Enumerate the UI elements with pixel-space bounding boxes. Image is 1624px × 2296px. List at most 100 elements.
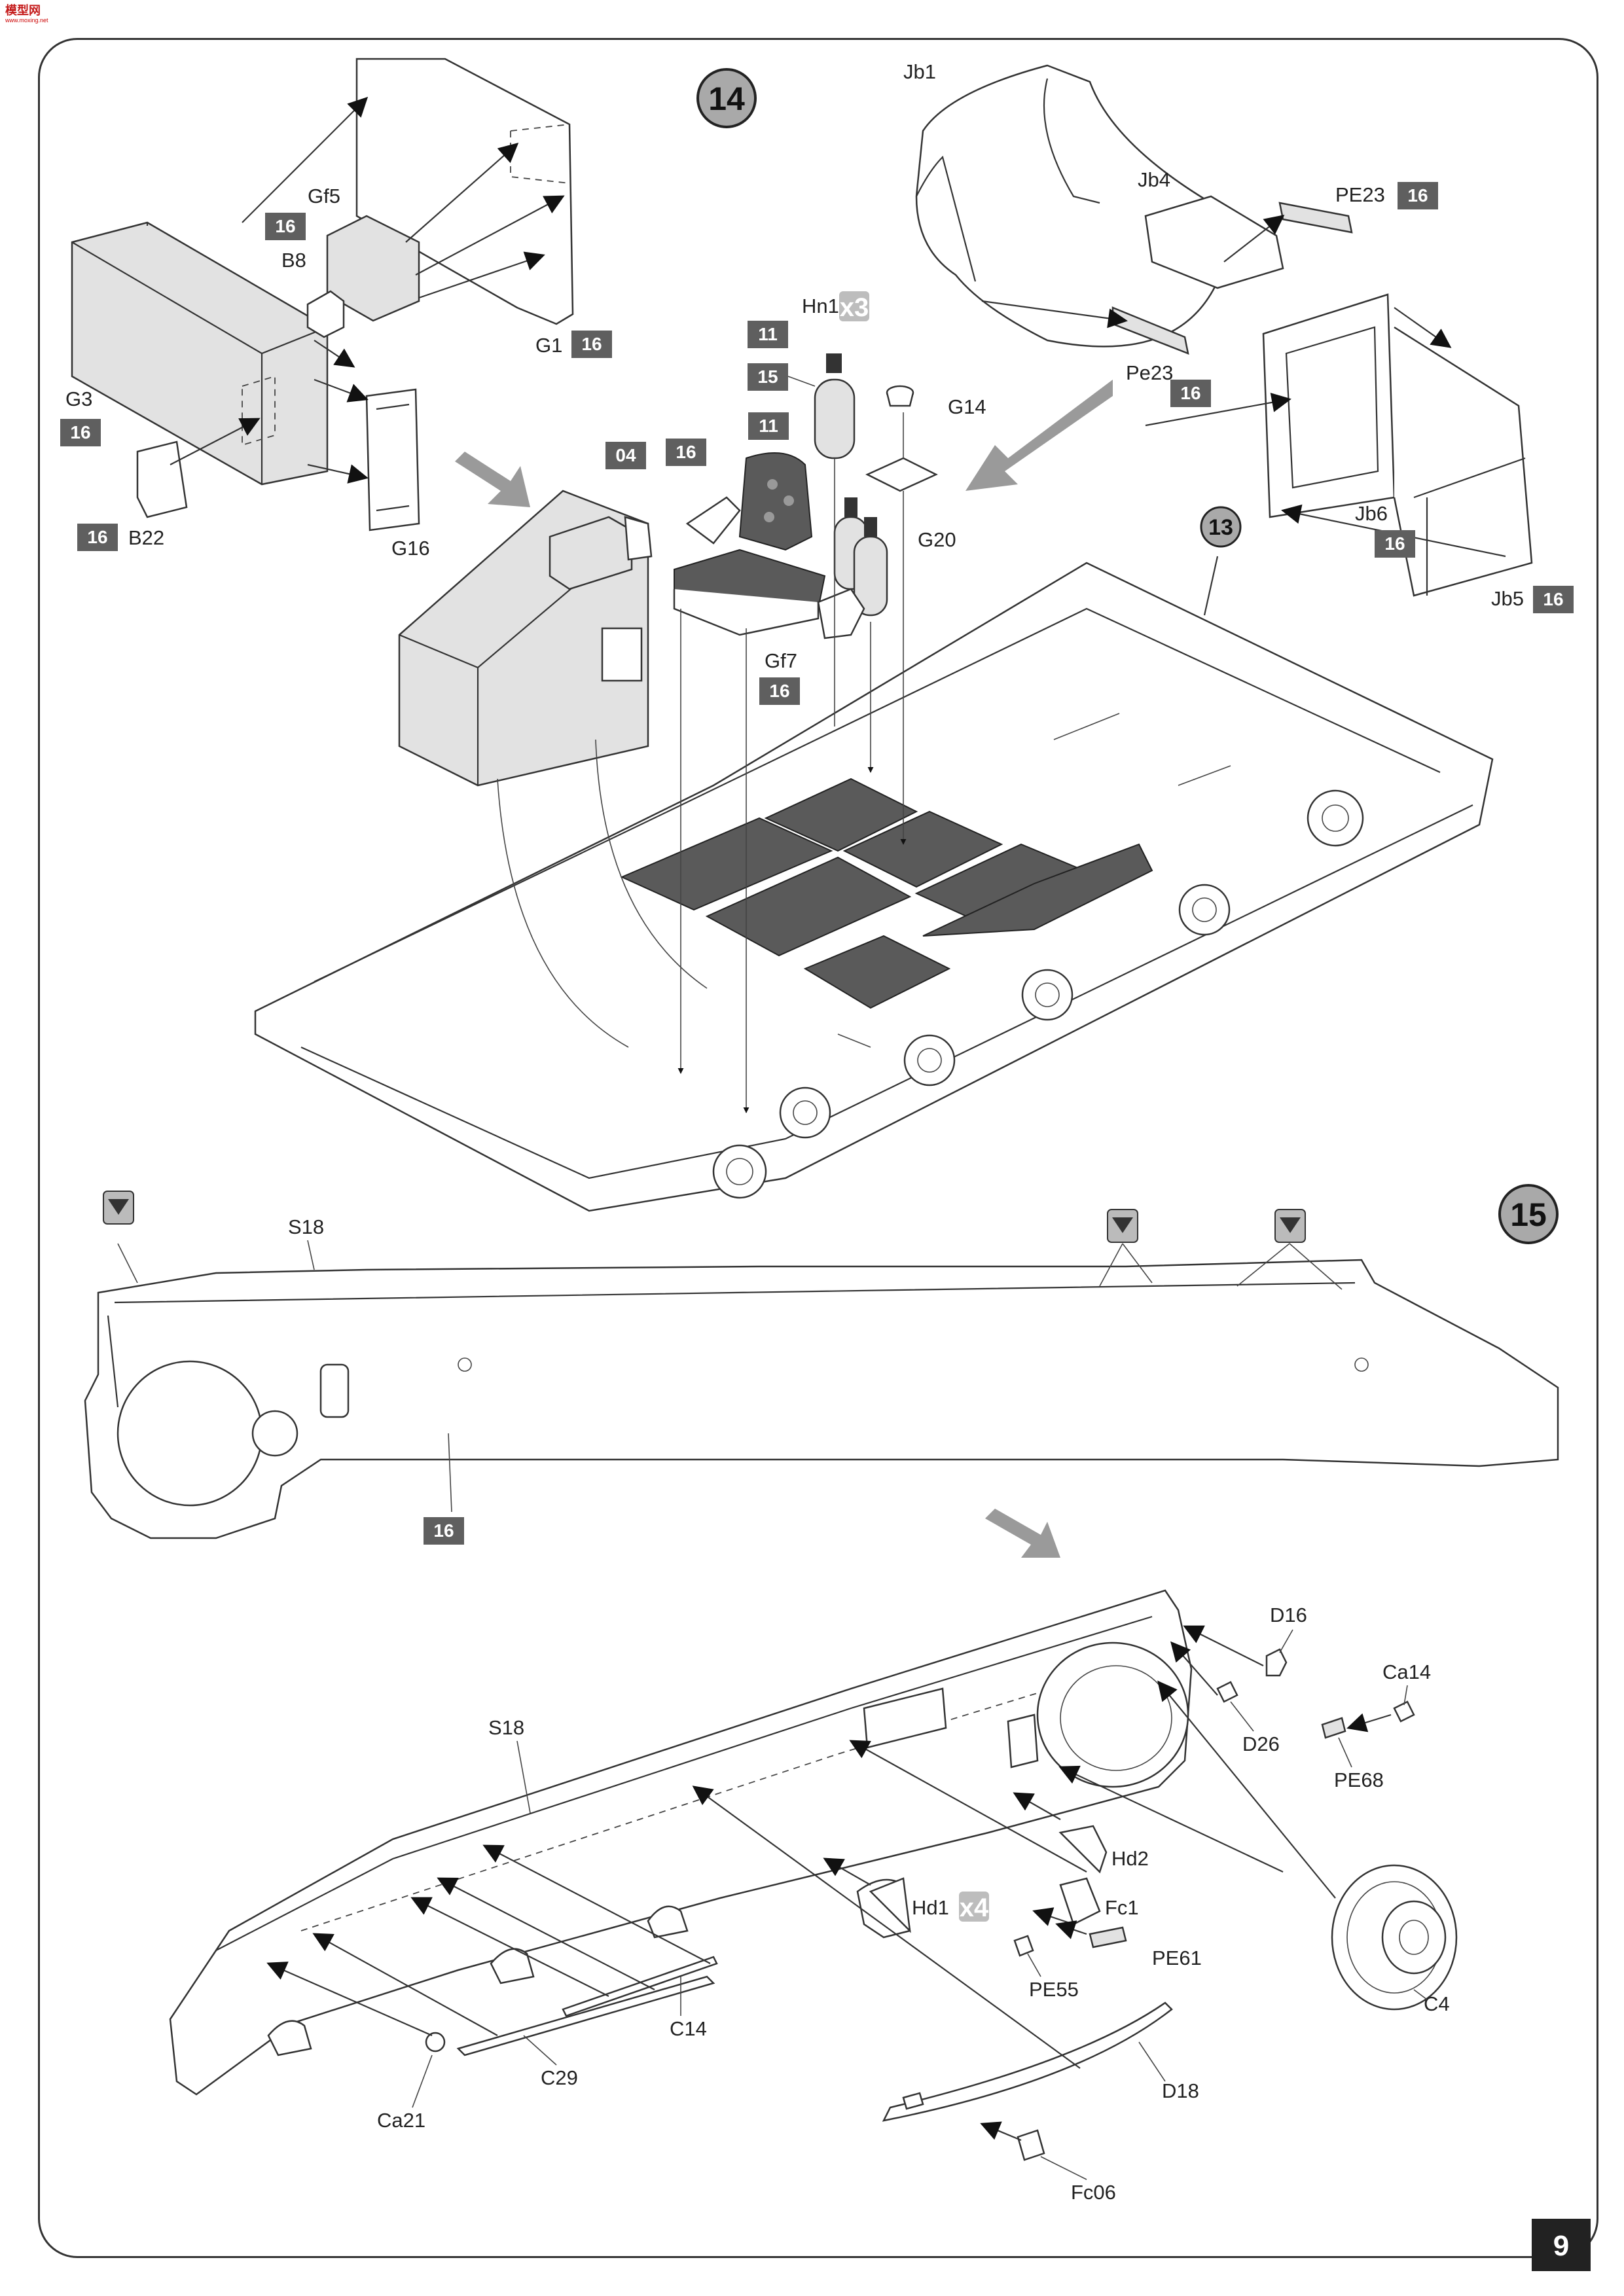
brand-logo-text: 模型网 [5,3,41,17]
label-gf5: Gf5 [308,185,340,207]
part-c14-rail [562,1956,718,2017]
label-fc1: Fc1 [1105,1896,1139,1919]
color-badge: 04 [605,442,646,469]
part-jb5-frame [1393,326,1533,597]
part-pe55 [1013,1935,1034,1957]
part-c4-sprocket [1331,1864,1458,2011]
hole-marker [103,1191,134,1225]
svg-text:16: 16 [1384,533,1405,554]
svg-text:x3: x3 [840,293,869,322]
label-jb4: Jb4 [1138,168,1170,191]
color-badge: 16 [759,677,800,705]
label-b8: B8 [281,249,306,272]
label-ca21: Ca21 [377,2109,425,2132]
label-s18-flat: S18 [288,1215,324,1238]
label-d26: D26 [1242,1732,1280,1755]
floor-plate [842,810,1003,888]
part-ca14 [1393,1700,1415,1723]
label-hd2: Hd2 [1111,1847,1149,1870]
step-15-circle [1498,1184,1559,1244]
color-badge: 16 [1170,380,1211,407]
crew-seat-assembly [915,64,1533,597]
hd1-multiplier: x4 [959,1892,989,1922]
color-badge: 16 [265,213,306,240]
svg-text:04: 04 [615,445,636,465]
part-b8-block [306,290,345,338]
label-pe68: PE68 [1334,1768,1384,1791]
floor-plate [922,843,1153,937]
part-ca21 [425,2032,446,2053]
part-d18-rail [882,2001,1173,2122]
s18-panel [84,1259,1559,1539]
part-hd2 [1058,1825,1108,1874]
direction-arrow [965,380,1113,491]
small-parts [425,1648,1415,2161]
brand-logo-subtext: www.moxing.net [5,17,48,24]
label-ca14: Ca14 [1382,1660,1431,1683]
hole-marker [1107,1209,1138,1243]
label-jb5: Jb5 [1491,587,1524,610]
part-gf7-bracket [817,588,865,639]
part-d16 [1265,1648,1288,1677]
assembly-arrows-step15 [266,1625,1392,2142]
label-hd1: Hd1 [912,1896,949,1919]
label-g1: G1 [535,334,562,357]
color-badge: 16 [60,419,101,446]
color-badge: 15 [748,363,788,391]
seat-armrest [685,496,741,545]
hole-marker [1274,1209,1306,1243]
label-c14: C14 [670,2017,707,2040]
direction-arrow [455,452,530,507]
step-15-number: 15 [1510,1196,1547,1233]
part-b22-plate [136,440,188,518]
svg-text:16: 16 [581,334,602,354]
driver-seat [673,452,826,636]
svg-text:16: 16 [87,527,107,547]
svg-text:x4: x4 [960,1893,989,1922]
svg-text:16: 16 [1543,589,1563,609]
extinguisher-bottles [814,353,888,639]
svg-text:16: 16 [1180,383,1200,403]
label-g14: G14 [948,395,986,418]
part-pe61 [1089,1926,1127,1948]
assembly-lines [497,412,1219,1113]
direction-arrow [985,1509,1060,1558]
label-s18-perspective: S18 [488,1716,524,1739]
part-g14-cap [886,385,914,407]
floor-plate [620,817,833,911]
radio-box-panel [601,627,643,682]
hull-side-s18-perspective [169,1589,1193,2096]
label-jb1: Jb1 [903,60,936,83]
label-g16: G16 [391,537,430,560]
color-badge: 16 [424,1517,464,1545]
svg-text:16: 16 [769,681,789,701]
hull-floor [254,562,1494,1212]
label-jb6: Jb6 [1355,502,1388,525]
part-jb4-cushion [1144,195,1284,289]
color-badge: 16 [666,439,706,466]
part-c29-rail [456,1975,715,2056]
hn1-multiplier: x3 [839,291,869,322]
label-pe61: PE61 [1152,1946,1202,1969]
color-badge: 11 [748,412,789,440]
bottle-1 [814,378,856,459]
color-badge: 16 [1375,530,1415,558]
floor-plate [705,856,912,957]
color-badge: 16 [1398,182,1438,209]
part-g16-door [365,388,420,531]
svg-text:16: 16 [433,1520,454,1541]
color-badge: 11 [748,321,788,348]
label-b22: B22 [128,526,164,549]
part-d26 [1216,1681,1238,1703]
part-jb1-bench [915,64,1219,348]
label-c29: C29 [541,2066,578,2089]
part-hd1 [869,1877,911,1933]
step-14-circle [696,68,757,128]
step-13-reference-number: 13 [1208,515,1233,540]
part-pe23-bracket [1278,202,1353,234]
brand-logo: 模型网 www.moxing.net [3,3,48,24]
ammo-box-assembly [71,58,574,531]
label-pe23-lower: Pe23 [1126,361,1173,384]
part-g20-plate [865,457,938,492]
